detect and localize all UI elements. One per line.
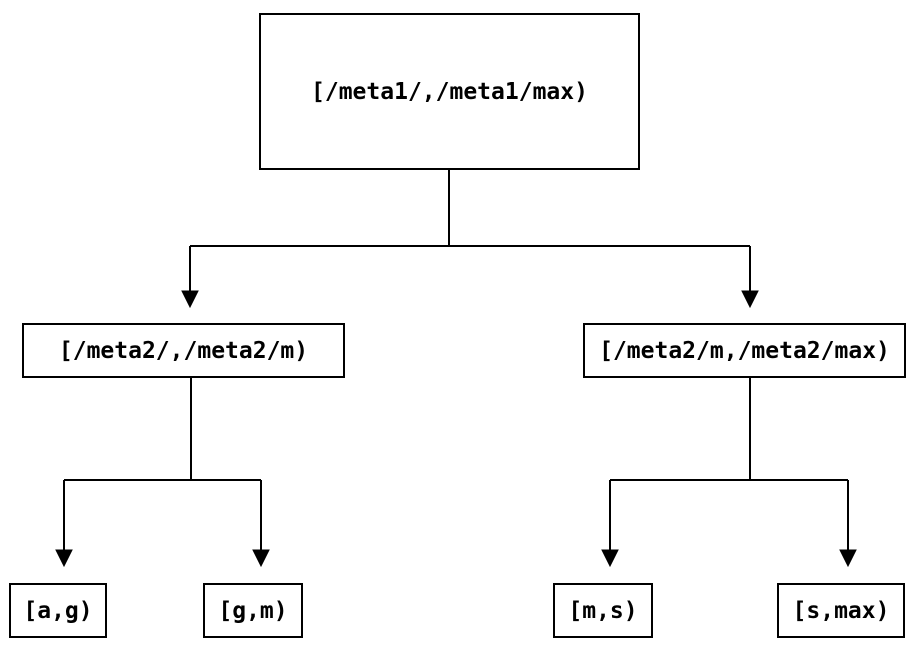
tree-leaf-gm: [g,m) <box>203 583 303 638</box>
tree-leaf-smax: [s,max) <box>777 583 905 638</box>
tree-node-meta2-high-label: [/meta2/m,/meta2/max) <box>599 337 890 364</box>
arrowhead-leaf-smax <box>839 549 857 568</box>
arrowhead-leaf-ag <box>55 549 73 568</box>
edge-right-to-leaves <box>601 378 857 568</box>
tree-node-meta2-low-label: [/meta2/,/meta2/m) <box>58 337 309 364</box>
tree-node-meta2-low: [/meta2/,/meta2/m) <box>22 323 345 378</box>
arrowhead-right-node <box>741 290 759 309</box>
tree-leaf-ag: [a,g) <box>9 583 107 638</box>
tree-node-root: [/meta1/,/meta1/max) <box>259 13 640 170</box>
arrowhead-leaf-gm <box>252 549 270 568</box>
tree-node-meta2-high: [/meta2/m,/meta2/max) <box>583 323 906 378</box>
tree-leaf-smax-label: [s,max) <box>792 597 890 624</box>
tree-leaf-ms-label: [m,s) <box>568 597 638 624</box>
tree-leaf-ms: [m,s) <box>553 583 653 638</box>
tree-leaf-gm-label: [g,m) <box>218 597 288 624</box>
arrowhead-left-node <box>181 290 199 309</box>
arrowhead-leaf-ms <box>601 549 619 568</box>
edge-left-to-leaves <box>55 378 270 568</box>
edge-root-to-children <box>181 169 759 309</box>
tree-leaf-ag-label: [a,g) <box>23 597 93 624</box>
tree-node-root-label: [/meta1/,/meta1/max) <box>311 78 588 105</box>
